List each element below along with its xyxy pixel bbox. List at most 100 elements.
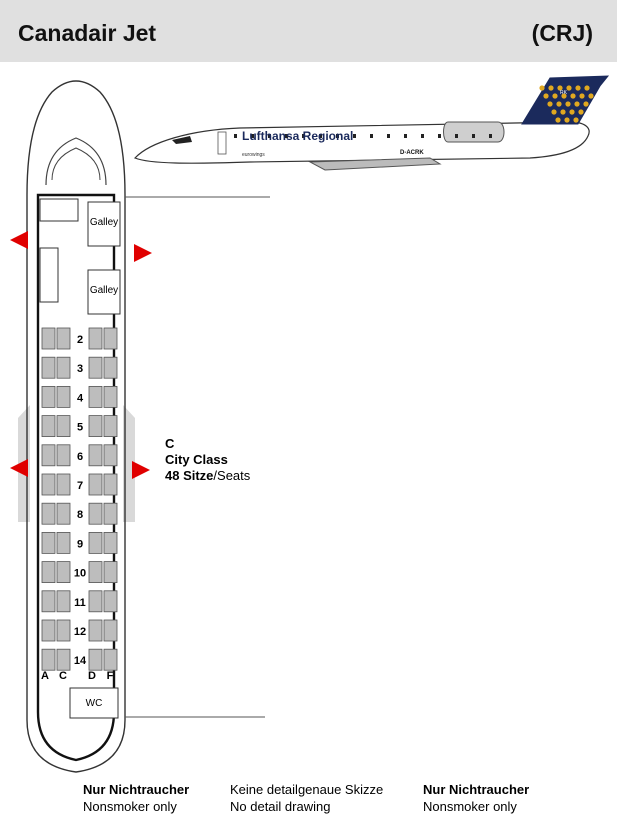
seat-9D[interactable]	[88, 532, 103, 554]
seat-6F[interactable]	[103, 444, 118, 467]
seat-7D[interactable]	[88, 473, 103, 496]
seat-11A[interactable]	[41, 590, 56, 613]
seat-2A[interactable]	[41, 327, 56, 350]
seat-11D[interactable]	[88, 590, 103, 613]
seat-7A[interactable]	[41, 473, 56, 496]
seat-6A[interactable]	[41, 444, 56, 467]
seat-10F[interactable]	[103, 561, 118, 583]
seat-2F[interactable]	[103, 327, 118, 350]
aircraft-code: (CRJ)	[531, 20, 593, 46]
tail-dot	[573, 117, 579, 123]
wc-label: WC	[86, 698, 103, 709]
seat-row-6: 6	[41, 444, 118, 467]
row-number: 9	[77, 538, 83, 550]
cabin-info: C City Class 48 Sitze/Seats	[165, 436, 250, 484]
seat-5D[interactable]	[88, 415, 103, 438]
exit-arrow-overwing-left	[10, 459, 28, 477]
seat-6C[interactable]	[56, 444, 71, 467]
window	[387, 134, 390, 138]
seat-12D[interactable]	[88, 619, 103, 642]
seat-12C[interactable]	[56, 619, 71, 642]
tail-dot	[564, 117, 570, 123]
tail-dot	[560, 109, 566, 115]
legend-right-text: Nonsmoker only	[423, 799, 517, 814]
seat-2D[interactable]	[88, 327, 103, 350]
livery-text: Lufthansa Regional	[242, 129, 353, 143]
tail-dot	[548, 85, 554, 91]
seat-7C[interactable]	[56, 473, 71, 496]
tail-dot	[579, 93, 585, 99]
seat-4F[interactable]	[103, 385, 118, 408]
seat-9A[interactable]	[41, 532, 56, 554]
seat-12A[interactable]	[41, 619, 56, 642]
seat-5F[interactable]	[103, 415, 118, 438]
seat-10C[interactable]	[56, 561, 71, 583]
window	[234, 134, 237, 138]
seat-8C[interactable]	[56, 502, 71, 525]
operator-text: eurowings	[242, 152, 265, 158]
seat-5C[interactable]	[56, 415, 71, 438]
aircraft-title: Canadair Jet	[18, 20, 157, 46]
window	[353, 134, 356, 138]
row-number: 5	[77, 422, 83, 434]
seat-3F[interactable]	[103, 356, 118, 379]
seat-10D[interactable]	[88, 561, 103, 583]
seat-5A[interactable]	[41, 415, 56, 438]
tail-dot	[578, 109, 584, 115]
window	[336, 134, 339, 138]
tail-dot	[547, 101, 553, 107]
seat-6D[interactable]	[88, 444, 103, 467]
seat-3A[interactable]	[41, 356, 56, 379]
seat-row-7: 7	[41, 473, 118, 496]
seat-8D[interactable]	[88, 502, 103, 525]
row-number: 7	[77, 480, 83, 492]
seat-8A[interactable]	[41, 502, 56, 525]
row-number: 2	[77, 334, 83, 346]
seat-9C[interactable]	[56, 532, 71, 554]
seat-11F[interactable]	[103, 590, 118, 613]
page-header: Canadair Jet (CRJ)	[0, 0, 617, 62]
seat-8F[interactable]	[103, 502, 118, 525]
seat-3C[interactable]	[56, 356, 71, 379]
window	[438, 134, 441, 138]
seat-12F[interactable]	[103, 619, 118, 642]
seat-letter-C: C	[59, 670, 67, 682]
row-number: 11	[74, 597, 86, 609]
seat-row-2: 2	[41, 327, 118, 350]
seat-4C[interactable]	[56, 385, 71, 408]
tail-dot	[583, 101, 589, 107]
seat-10A[interactable]	[41, 561, 56, 583]
galley-label-1: Galley	[90, 217, 118, 228]
window	[302, 134, 305, 138]
tail-dot	[574, 101, 580, 107]
galley-rear	[87, 269, 121, 315]
seat-14F[interactable]	[103, 648, 118, 671]
seat-7F[interactable]	[103, 473, 118, 496]
seat-14A[interactable]	[41, 648, 56, 671]
seat-row-3: 3	[41, 356, 118, 379]
seat-4D[interactable]	[88, 385, 103, 408]
cockpit	[45, 137, 107, 186]
registration-text: D-ACRK	[400, 150, 424, 156]
window	[285, 134, 288, 138]
seat-11C[interactable]	[56, 590, 71, 613]
seat-3D[interactable]	[88, 356, 103, 379]
tail-dot	[584, 85, 590, 91]
tail-dot	[588, 93, 594, 99]
galley-label-2: Galley	[90, 285, 118, 296]
tail-dot-pattern	[539, 85, 594, 123]
row-number: 8	[77, 509, 83, 521]
galley-front	[87, 201, 121, 247]
tail-dot	[557, 85, 563, 91]
seat-2C[interactable]	[56, 327, 71, 350]
seat-row-14: 14	[41, 648, 118, 671]
seat-9F[interactable]	[103, 532, 118, 554]
tail-dot	[552, 93, 558, 99]
seat-4A[interactable]	[41, 385, 56, 408]
seat-14D[interactable]	[88, 648, 103, 671]
legend-center-line1: Keine detailgenaue Skizze	[230, 782, 384, 797]
seat-14C[interactable]	[56, 648, 71, 671]
tail-dot	[543, 93, 549, 99]
